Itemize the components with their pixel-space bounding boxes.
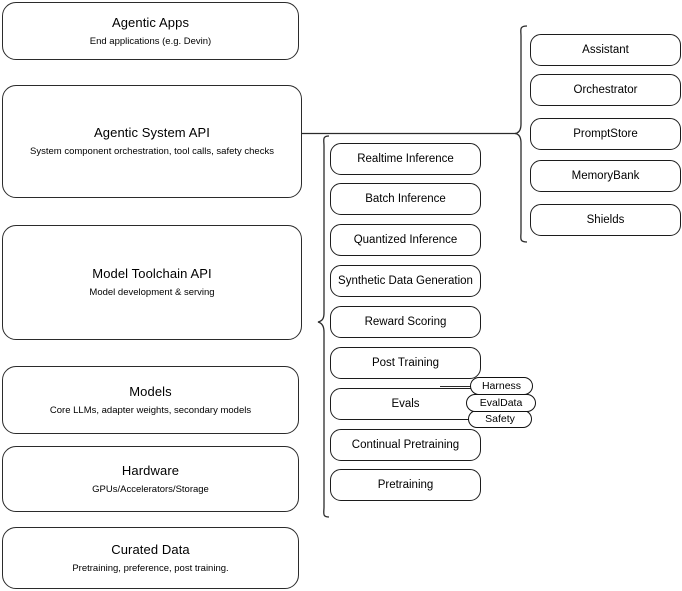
layer-title: Agentic System API bbox=[94, 125, 210, 140]
component-promptstore[interactable]: PromptStore bbox=[530, 118, 681, 150]
component-label: Post Training bbox=[371, 357, 440, 369]
eval-subcomponent-harness[interactable]: Harness bbox=[470, 377, 533, 395]
component-batch-inference[interactable]: Batch Inference bbox=[330, 183, 481, 215]
layer-title: Models bbox=[129, 383, 172, 399]
component-post-training[interactable]: Post Training bbox=[330, 347, 481, 379]
component-label: Continual Pretraining bbox=[351, 439, 460, 451]
layer-models[interactable]: Models Core LLMs, adapter weights, secon… bbox=[2, 366, 299, 434]
layer-hardware[interactable]: Hardware GPUs/Accelerators/Storage bbox=[2, 446, 299, 512]
layer-subtitle: Core LLMs, adapter weights, secondary mo… bbox=[49, 404, 252, 416]
layer-agentic-apps[interactable]: Agentic Apps End applications (e.g. Devi… bbox=[2, 2, 299, 60]
brace-system-components bbox=[514, 25, 528, 243]
eval-subcomponent-evaldata[interactable]: EvalData bbox=[466, 394, 536, 412]
component-shields[interactable]: Shields bbox=[530, 204, 681, 236]
component-pretraining[interactable]: Pretraining bbox=[330, 469, 481, 501]
component-label: Pretraining bbox=[377, 479, 434, 491]
eval-subcomponent-label: EvalData bbox=[479, 397, 523, 409]
component-orchestrator[interactable]: Orchestrator bbox=[530, 74, 681, 106]
layer-subtitle: Pretraining, preference, post training. bbox=[72, 562, 229, 574]
component-synthetic-data-generation[interactable]: Synthetic Data Generation bbox=[330, 265, 481, 297]
component-assistant[interactable]: Assistant bbox=[530, 34, 681, 66]
component-realtime-inference[interactable]: Realtime Inference bbox=[330, 143, 481, 175]
component-label: Shields bbox=[586, 214, 625, 226]
component-quantized-inference[interactable]: Quantized Inference bbox=[330, 224, 481, 256]
layer-title: Hardware bbox=[121, 462, 180, 478]
layer-title: Curated Data bbox=[111, 541, 190, 557]
component-continual-pretraining[interactable]: Continual Pretraining bbox=[330, 429, 481, 461]
layer-model-toolchain-api[interactable]: Model Toolchain API Model development & … bbox=[2, 225, 302, 340]
layer-subtitle: End applications (e.g. Devin) bbox=[89, 35, 212, 47]
layer-agentic-system-api[interactable]: Agentic System API System component orch… bbox=[2, 85, 302, 198]
component-label: Orchestrator bbox=[573, 84, 638, 96]
component-label: Synthetic Data Generation bbox=[338, 275, 473, 287]
component-label: Reward Scoring bbox=[364, 316, 447, 328]
layer-subtitle: System component orchestration, tool cal… bbox=[30, 146, 274, 157]
component-label: MemoryBank bbox=[571, 170, 640, 182]
component-label: Assistant bbox=[582, 44, 629, 56]
layer-subtitle: GPUs/Accelerators/Storage bbox=[92, 483, 209, 495]
component-label: Quantized Inference bbox=[353, 234, 458, 246]
component-reward-scoring[interactable]: Reward Scoring bbox=[330, 306, 481, 338]
eval-subcomponent-label: Harness bbox=[481, 380, 522, 392]
eval-subcomponent-label: Safety bbox=[485, 413, 515, 425]
layer-title: Model Toolchain API bbox=[92, 266, 212, 281]
brace-toolchain-components bbox=[317, 135, 330, 518]
layer-subtitle: Model development & serving bbox=[89, 287, 215, 298]
component-memorybank[interactable]: MemoryBank bbox=[530, 160, 681, 192]
component-evals[interactable]: Evals bbox=[330, 388, 481, 420]
component-label: PromptStore bbox=[573, 128, 638, 140]
layer-title: Agentic Apps bbox=[111, 14, 190, 30]
component-label: Batch Inference bbox=[365, 193, 446, 205]
component-label: Realtime Inference bbox=[357, 153, 454, 165]
layer-curated-data[interactable]: Curated Data Pretraining, preference, po… bbox=[2, 527, 299, 589]
eval-subcomponent-safety[interactable]: Safety bbox=[468, 410, 532, 428]
component-label: Evals bbox=[391, 398, 420, 410]
